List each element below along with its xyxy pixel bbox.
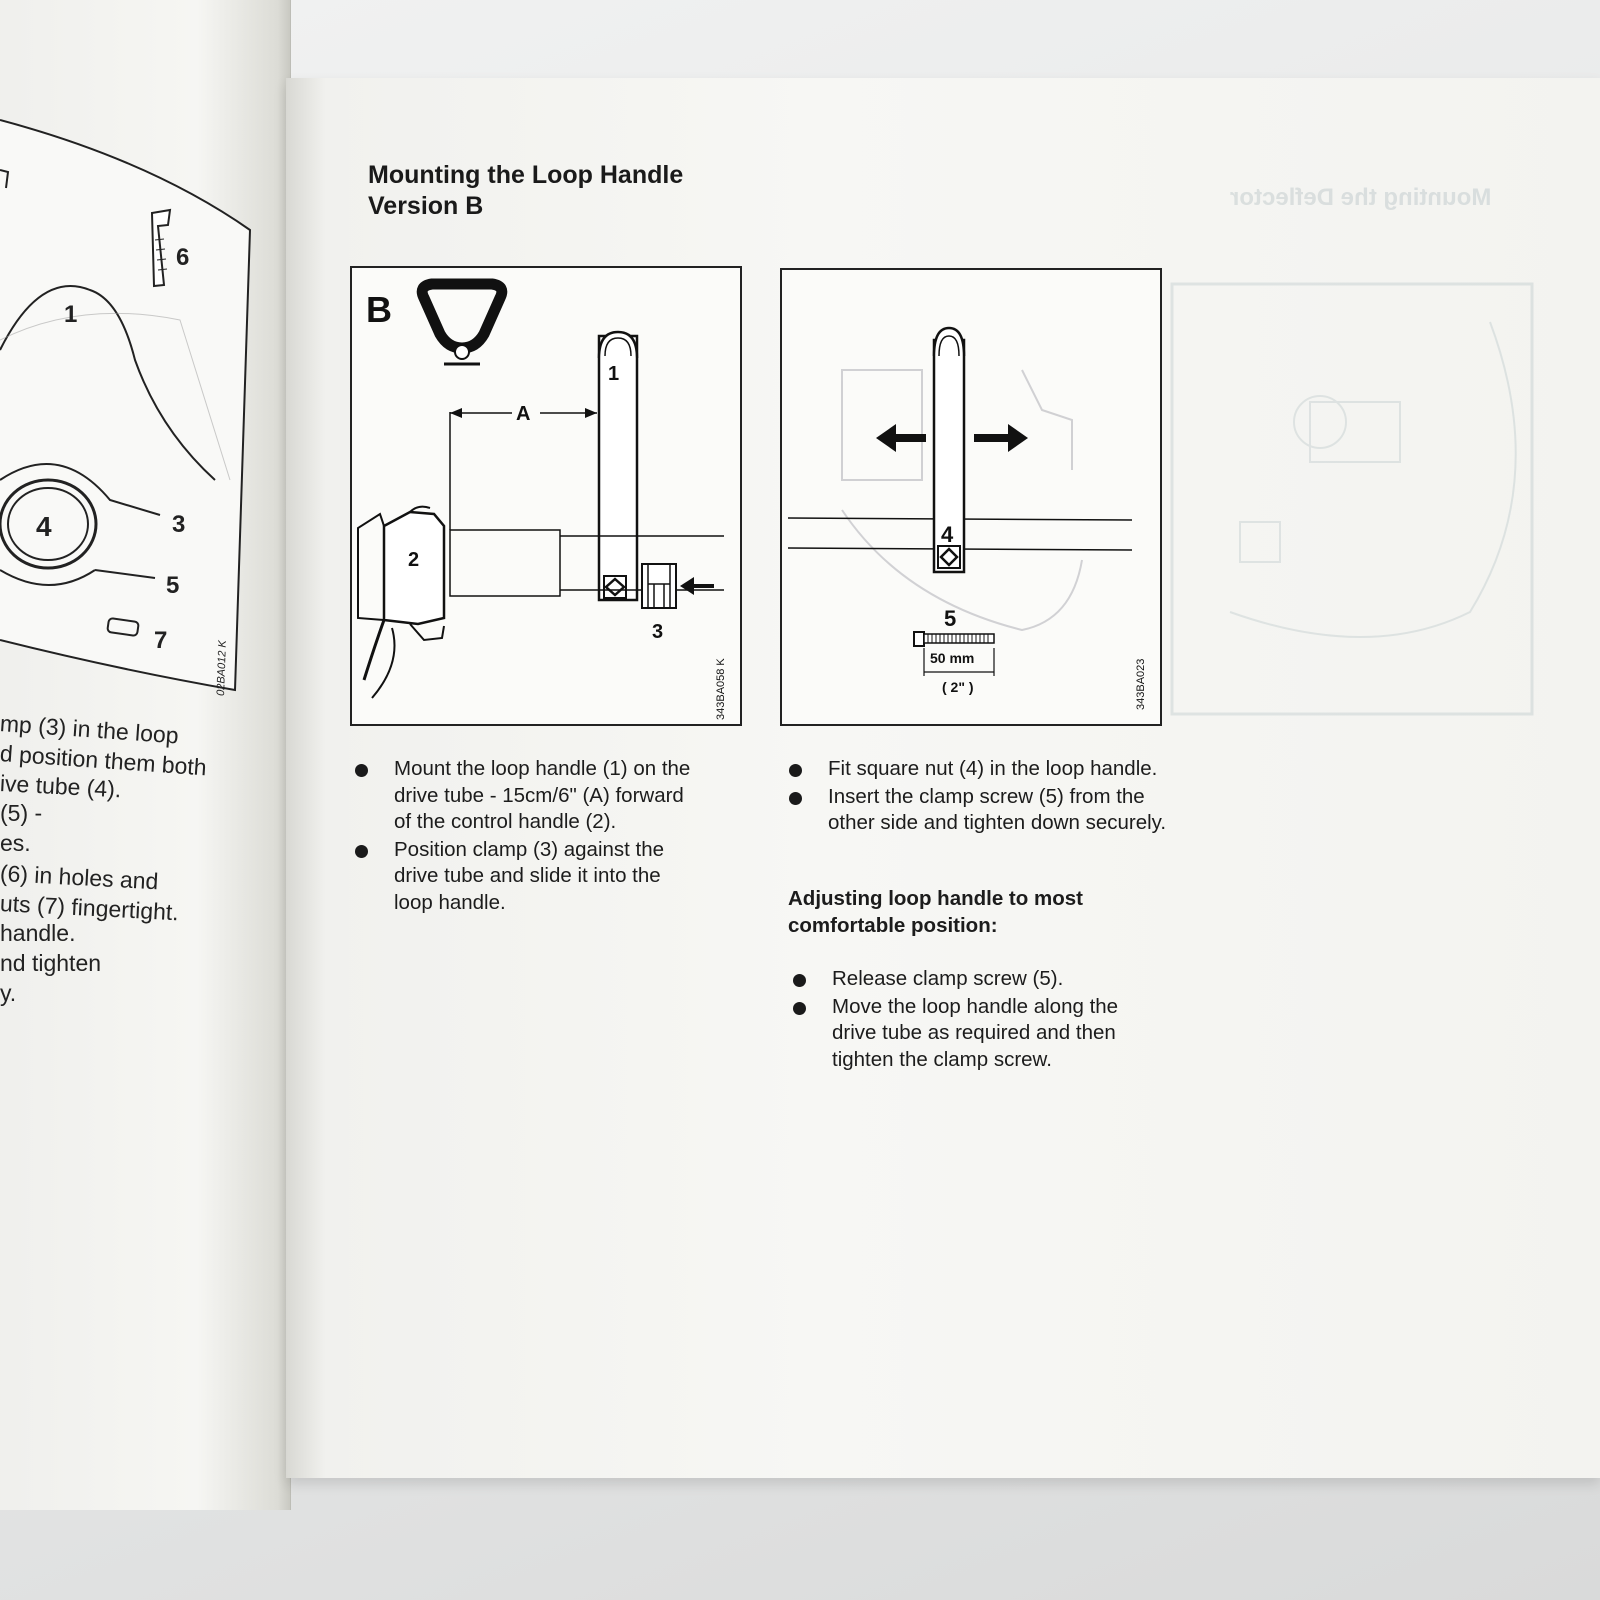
adjust-measure-imperial: ( 2" ) — [942, 679, 974, 695]
instruction-item: Fit square nut (4) in the loop handle. — [784, 756, 1174, 783]
page-title: Mounting the Loop Handle Version B — [368, 160, 683, 222]
prev-label-1: 1 — [64, 301, 77, 328]
figure-version-b: B 1 A 2 3 343BA058 K — [350, 266, 742, 726]
figure-adjust: 4 5 50 mm ( 2" ) 343BA023 — [780, 268, 1162, 726]
instruction-item: Position clamp (3) against the drive tub… — [350, 837, 695, 917]
adjust-handle-tube — [932, 338, 966, 574]
page-title-line2: Version B — [368, 192, 484, 220]
adjust-label-5: 5 — [944, 606, 956, 631]
instructions-right: Fit square nut (4) in the loop handle. I… — [784, 756, 1174, 838]
loop-handle-tube — [597, 334, 639, 602]
prev-figure-code: 02BA012 K — [215, 639, 229, 696]
instructions-left: Mount the loop handle (1) on the drive t… — [350, 756, 695, 917]
prev-text-line: es. — [0, 830, 31, 856]
figure-b-letter: B — [366, 289, 392, 330]
prev-label-6: 6 — [176, 244, 189, 271]
prev-label-3: 3 — [172, 511, 185, 538]
prev-label-4: 4 — [36, 511, 52, 542]
page-title-line1: Mounting the Loop Handle — [368, 161, 684, 189]
adjust-heading: Adjusting loop handle to most comfortabl… — [788, 887, 1083, 937]
figure-b-label-3: 3 — [652, 621, 663, 643]
instruction-item: Mount the loop handle (1) on the drive t… — [350, 756, 695, 836]
clamp-screw — [923, 633, 995, 644]
adjust-steps: Release clamp screw (5). Move the loop h… — [788, 966, 1138, 1074]
loop-handle-icon — [416, 278, 508, 354]
show-through-figure — [1170, 282, 1534, 716]
figure-b-label-a: A — [516, 403, 530, 425]
previous-page-figure: 6 1 4 3 5 7 02BA012 K — [0, 119, 252, 696]
figure-b-code: 343BA058 K — [715, 658, 727, 720]
prev-text-line: handle. — [0, 920, 76, 946]
adjust-label-4: 4 — [941, 522, 954, 547]
prev-label-5: 5 — [166, 572, 179, 599]
control-handle — [382, 510, 446, 626]
prev-text-line: (5) - — [0, 800, 43, 826]
adjust-measure-metric: 50 mm — [930, 650, 974, 666]
figure-b-label-1: 1 — [608, 363, 619, 385]
figure-b-label-2: 2 — [408, 549, 419, 571]
show-through-title: Mounting the Deflector — [1230, 184, 1492, 211]
adjust-step-item: Release clamp screw (5). — [788, 966, 1138, 993]
adjust-step-item: Move the loop handle along the drive tub… — [788, 994, 1138, 1074]
previous-page-text: mp (3) in the loop d position them both … — [0, 708, 215, 1008]
figure-adjust-code: 343BA023 — [1135, 659, 1147, 710]
prev-label-7: 7 — [154, 627, 167, 654]
instruction-item: Insert the clamp screw (5) from the othe… — [784, 784, 1174, 837]
prev-text-line: nd tighten — [0, 950, 102, 976]
prev-text-line: y. — [0, 980, 17, 1006]
